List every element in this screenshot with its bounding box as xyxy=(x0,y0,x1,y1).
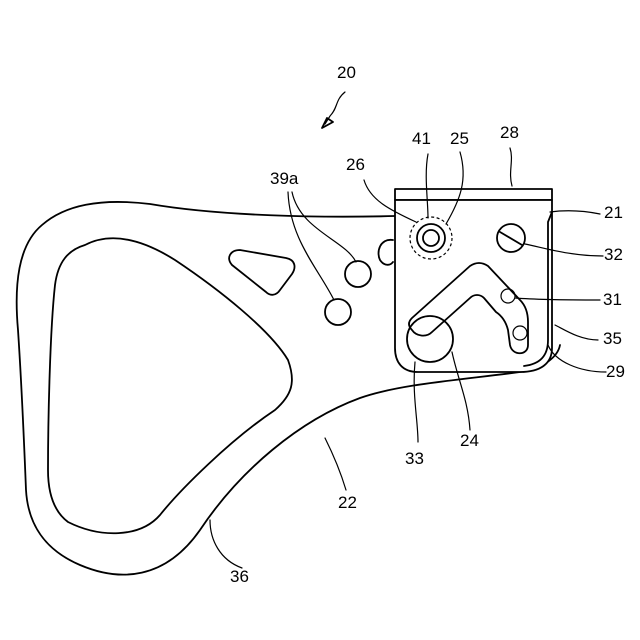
label-35: 35 xyxy=(603,329,622,348)
label-29: 29 xyxy=(606,362,625,381)
label-39a: 39a xyxy=(270,169,299,188)
label-21: 21 xyxy=(604,203,623,222)
hole-39a-upper xyxy=(345,261,371,287)
label-25: 25 xyxy=(450,129,469,148)
plate-top-strip[interactable] xyxy=(395,189,552,200)
hole-39a-lower xyxy=(325,299,351,325)
label-22: 22 xyxy=(338,493,357,512)
triangle-slot xyxy=(229,250,294,295)
label-33: 33 xyxy=(405,449,424,468)
label-28: 28 xyxy=(500,123,519,142)
label-24: 24 xyxy=(460,431,479,450)
label-41: 41 xyxy=(412,129,431,148)
label-32: 32 xyxy=(604,245,623,264)
label-31: 31 xyxy=(603,290,622,309)
label-36: 36 xyxy=(230,567,249,586)
label-20: 20 xyxy=(337,63,356,82)
label-26: 26 xyxy=(346,155,365,174)
hole-partial xyxy=(379,240,393,265)
